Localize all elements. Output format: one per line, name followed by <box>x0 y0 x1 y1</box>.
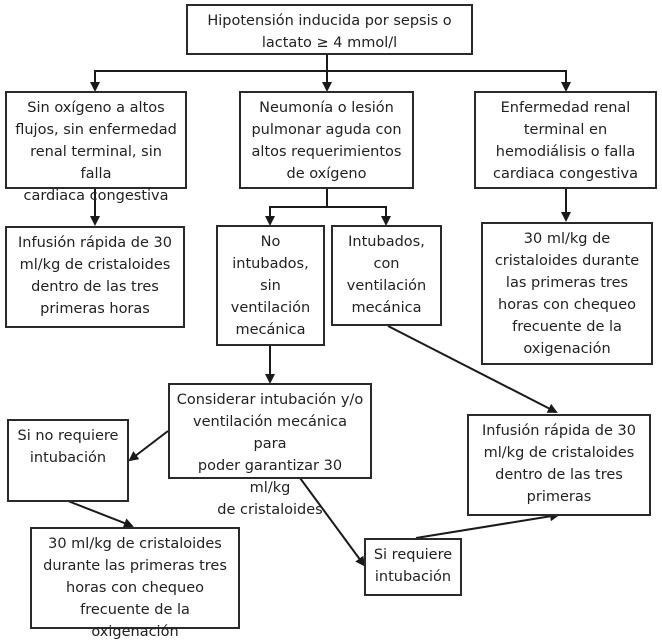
node-rapid-infusion: Infusión rápida de 30 ml/kg de cristaloi… <box>467 414 651 516</box>
node-left-action: Infusión rápida de 30 ml/kg de cristaloi… <box>5 226 185 328</box>
edge-consider-no-intubation <box>128 430 169 462</box>
node-root: Hipotensión inducida por sepsis o lactat… <box>186 4 473 55</box>
node-root-text: Hipotensión inducida por sepsis o lactat… <box>207 13 452 51</box>
node-right-action: 30 ml/kg de cristaloides durante las pri… <box>481 222 653 365</box>
edge-consider-requires <box>299 477 366 567</box>
node-not-intubated-text: No intubados, sin ventilación mecánica <box>230 234 311 338</box>
node-consider: Considerar intubación y/o ventilación me… <box>168 383 372 518</box>
node-right-action-text: 30 ml/kg de cristaloides durante las pri… <box>494 231 640 357</box>
node-intubated: Intubados, con ventilación mecánica <box>331 225 442 326</box>
node-not-intubated: No intubados, sin ventilación mecánica <box>216 225 325 346</box>
node-middle-text: Neumonía o lesión pulmonar aguda con alt… <box>251 100 402 182</box>
node-slow-infusion-text: 30 ml/kg de cristaloides durante las pri… <box>43 536 227 640</box>
edge-root-right <box>327 70 571 92</box>
edge-no-intubation-slow <box>67 500 134 528</box>
node-intubated-text: Intubados, con ventilación mecánica <box>346 234 427 316</box>
node-no-intubation-text: Si no requiere intubación <box>17 428 119 466</box>
edge-requires-rapid <box>415 511 560 539</box>
node-rapid-infusion-text: Infusión rápida de 30 ml/kg de cristaloi… <box>482 423 636 505</box>
node-left: Sin oxígeno a altos flujos, sin enfermed… <box>5 91 187 204</box>
node-no-intubation: Si no requiere intubación <box>7 419 129 502</box>
node-slow-infusion: 30 ml/kg de cristaloides durante las pri… <box>30 527 240 640</box>
node-right-text: Enfermedad renal terminal en hemodiálisi… <box>492 100 639 182</box>
node-consider-text: Considerar intubación y/o ventilación me… <box>176 392 364 518</box>
edge-intubated-rapid <box>387 325 558 413</box>
node-requires-intubation: Si requiere intubación <box>364 538 462 596</box>
node-left-action-text: Infusión rápida de 30 ml/kg de cristaloi… <box>18 235 172 317</box>
edge-middle-not-intubated <box>265 206 327 226</box>
edge-middle-intubated <box>327 206 391 226</box>
node-left-text: Sin oxígeno a altos flujos, sin enfermed… <box>15 100 177 204</box>
edge-root-left <box>90 70 327 92</box>
node-right: Enfermedad renal terminal en hemodiálisi… <box>474 91 657 189</box>
node-requires-intubation-text: Si requiere intubación <box>373 547 453 585</box>
node-middle: Neumonía o lesión pulmonar aguda con alt… <box>239 91 414 189</box>
